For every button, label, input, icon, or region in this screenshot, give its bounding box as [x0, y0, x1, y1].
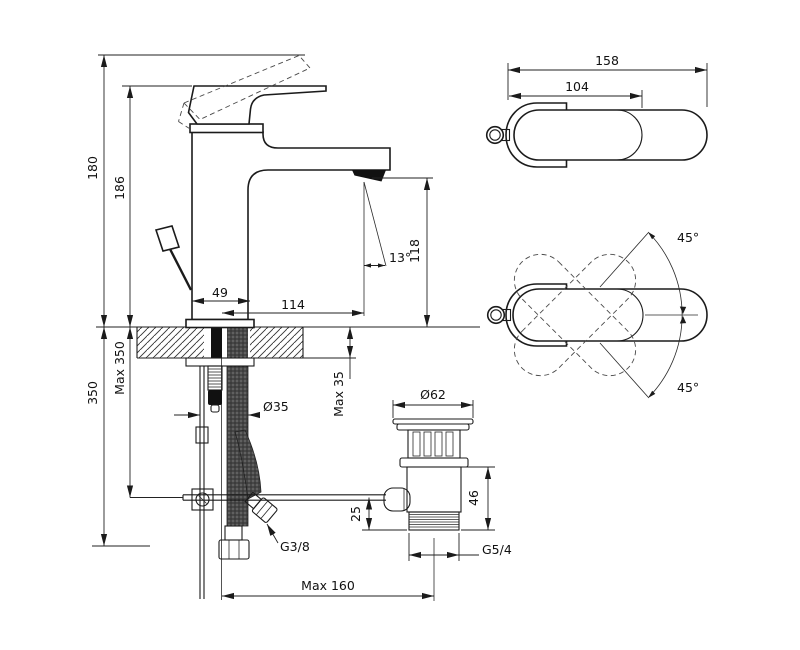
base-plate — [185, 318, 255, 329]
dim-label-deck-max: Max 35 — [331, 371, 346, 417]
top-body-spout-outline — [513, 109, 708, 161]
waste-collar — [399, 457, 469, 468]
faucet-body — [154, 54, 391, 329]
dim-label-swivel-down: 45° — [677, 380, 699, 395]
dim-label-shank-diameter: Ø35 — [263, 399, 289, 414]
hose-through-deck — [227, 327, 248, 358]
dim-label-top-body-length: 104 — [565, 79, 589, 94]
counter-section — [136, 326, 304, 359]
aerator — [352, 170, 386, 182]
handle-raised-dashed — [178, 54, 311, 130]
swivel-body-spout-outline — [512, 288, 708, 342]
dim-label-supply-thread: G3/8 — [280, 539, 310, 554]
top-view: 158 104 — [485, 53, 708, 168]
popup-lever-knob — [154, 225, 181, 252]
mounting-shank-section — [211, 327, 222, 358]
swivel-view: 45° 45° — [486, 230, 708, 399]
dim-label-hose-max: Max 350 — [112, 341, 127, 395]
linkage-port — [383, 487, 411, 512]
popup-lever-rod — [168, 248, 193, 291]
swivel-body-endcap — [616, 288, 644, 342]
swivel-dashed-positions — [513, 253, 637, 377]
stream-angle-line — [363, 181, 387, 267]
popup-waste-valve — [383, 418, 474, 601]
dim-label-total-height: 180 — [85, 156, 100, 180]
hose-nut-2 — [244, 491, 278, 523]
under-counter-assembly — [182, 357, 386, 599]
dim-label-waste-flange-diameter: Ø62 — [420, 387, 446, 402]
waste-body — [406, 466, 462, 513]
dim-label-stream-angle: 13° — [389, 250, 411, 265]
swivel-popup-knob — [486, 305, 506, 325]
waste-crown — [407, 429, 461, 459]
dim-label-waste-body-height: 46 — [466, 490, 481, 506]
dim-label-supply-length: 350 — [85, 381, 100, 405]
dim-label-body-height: 186 — [112, 176, 127, 200]
dim-label-base-width: 49 — [212, 285, 228, 300]
top-body-endcap — [616, 109, 643, 161]
faucet-column-and-spout — [191, 131, 391, 321]
dim-label-top-total-length: 158 — [595, 53, 619, 68]
mixer-handle-down — [187, 85, 327, 125]
dim-label-spout-reach: 114 — [281, 297, 305, 312]
front-dimensions — [92, 54, 495, 600]
dim-label-rod-offset: 25 — [348, 506, 363, 522]
locking-flange — [185, 357, 255, 367]
waste-thread-section — [408, 511, 460, 531]
mounting-stud — [207, 365, 223, 413]
dim-label-swivel-up: 45° — [677, 230, 699, 245]
rod-clamp — [191, 488, 214, 511]
dim-label-spout-height: 118 — [407, 239, 422, 263]
front-view: 180 186 350 Max 350 49 114 13° 118 Ø35 M… — [85, 54, 512, 601]
hose-nut-1 — [218, 539, 250, 560]
front-dimension-labels: 180 186 350 Max 350 49 114 13° 118 Ø35 M… — [85, 156, 512, 593]
dim-label-drain-distance: Max 160 — [301, 578, 355, 593]
waste-flange — [392, 418, 474, 425]
top-popup-knob — [485, 125, 505, 145]
head-collar — [189, 123, 264, 134]
swivel-arc — [599, 231, 698, 399]
popup-rod-coupler — [195, 426, 209, 444]
dim-label-waste-thread: G5/4 — [482, 542, 512, 557]
